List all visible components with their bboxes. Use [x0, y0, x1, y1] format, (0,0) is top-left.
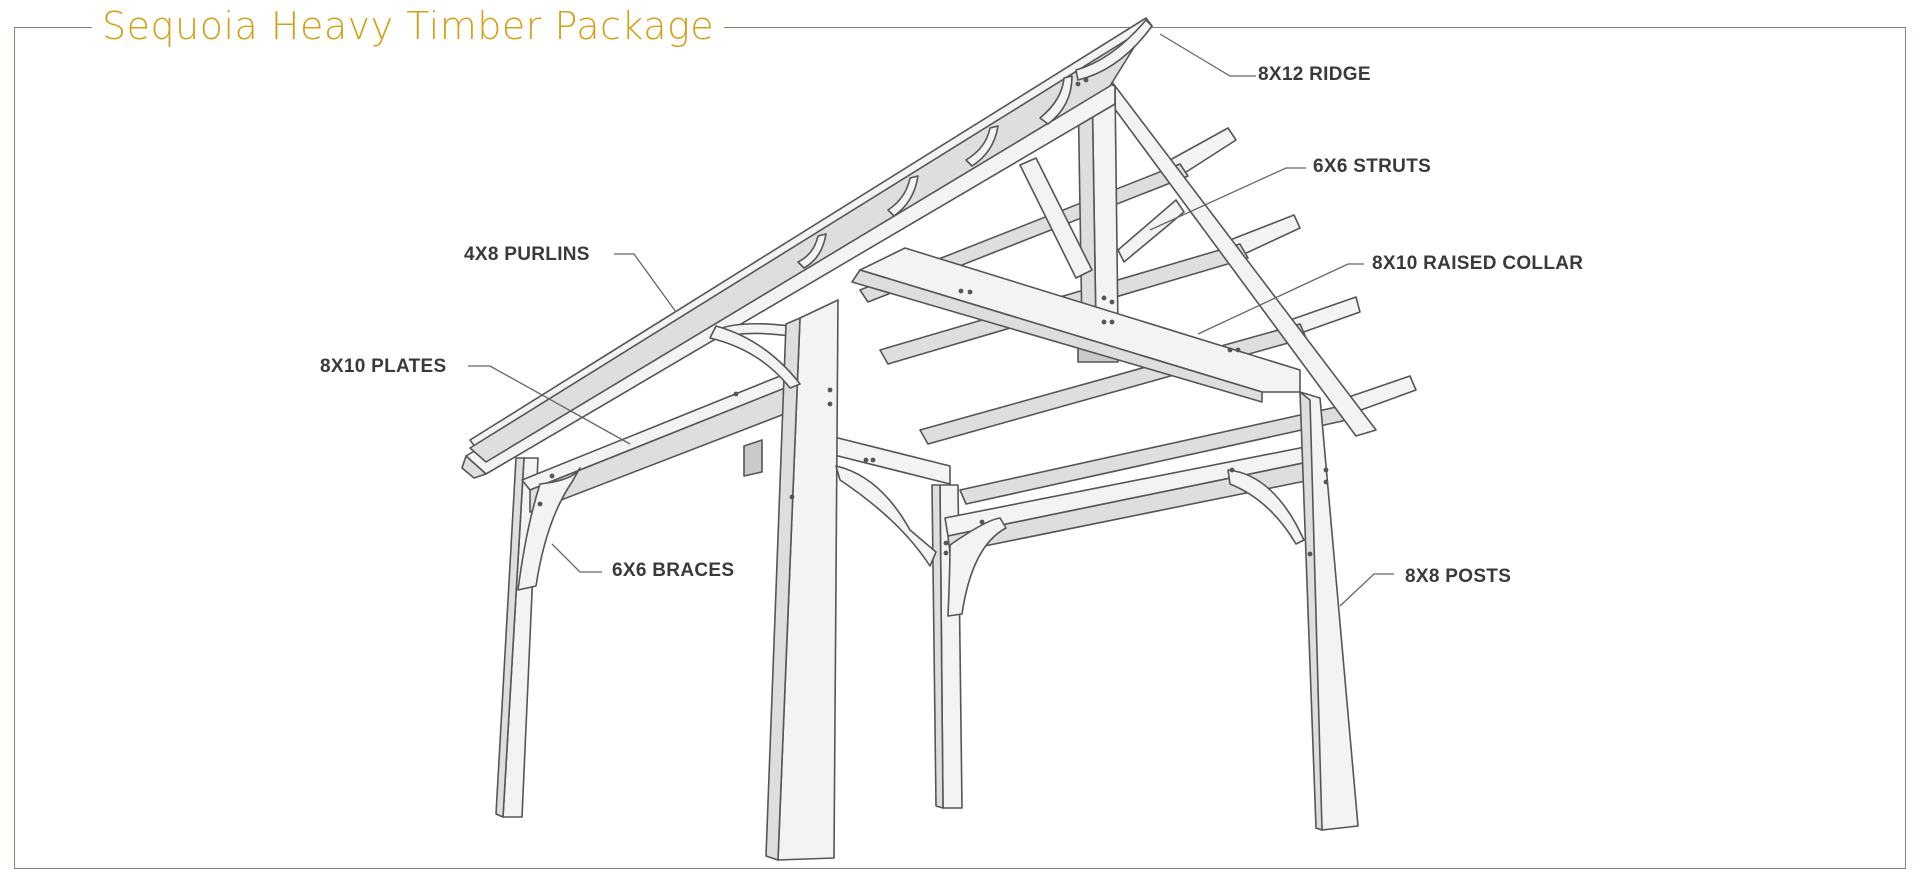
brace-plate-arch	[709, 325, 801, 389]
bolt	[1229, 467, 1235, 473]
front-left-post-side	[765, 317, 801, 861]
brace-front-left	[947, 517, 1007, 617]
label-plates: 8X10 PLATES	[320, 356, 447, 377]
left-plate-end	[743, 439, 763, 477]
bolt	[1227, 347, 1233, 353]
raised-collar-underside	[851, 269, 1263, 403]
bolt	[1101, 295, 1107, 301]
label-braces: 6X6 BRACES	[612, 560, 735, 581]
diagram-frame	[14, 27, 1906, 869]
back-left-post-side	[931, 484, 944, 809]
roof-strip	[469, 27, 1147, 463]
leader-plates	[468, 365, 631, 445]
front-right-post-side	[1299, 391, 1323, 831]
bolt	[870, 457, 876, 463]
bolt	[1323, 467, 1329, 473]
bolt	[733, 391, 739, 397]
leader-struts	[1149, 167, 1306, 231]
bolt	[979, 519, 985, 525]
purlin-cap-3	[965, 125, 999, 167]
bolt	[827, 401, 833, 407]
front-rafter-side	[461, 455, 487, 479]
back-left-post-2-side	[495, 457, 525, 818]
bolt	[1235, 347, 1241, 353]
bolt	[827, 387, 833, 393]
bolt	[789, 494, 795, 500]
bolt	[1109, 319, 1115, 325]
brace-front-right	[1227, 469, 1305, 545]
bolt	[1109, 299, 1115, 305]
bolt	[1083, 77, 1089, 83]
bolt	[863, 457, 869, 463]
bolt	[943, 540, 949, 546]
bolt	[1307, 551, 1313, 557]
strut-left	[1019, 157, 1093, 279]
diagram-title: Sequoia Heavy Timber Package	[92, 2, 725, 50]
leader-braces	[551, 543, 602, 573]
label-collar: 8X10 RAISED COLLAR	[1372, 253, 1584, 274]
label-purlins: 4X8 PURLINS	[464, 244, 590, 265]
label-ridge: 8X12 RIDGE	[1258, 64, 1371, 85]
bolt	[943, 550, 949, 556]
bolt	[958, 288, 964, 294]
bolt	[537, 501, 543, 507]
bolt	[1075, 81, 1081, 87]
purlin-cap-5	[797, 233, 827, 269]
bolt	[967, 289, 973, 295]
bolt	[549, 473, 555, 479]
brace-left	[517, 467, 581, 591]
bolt	[1323, 479, 1329, 485]
leader-purlins	[614, 253, 677, 313]
purlin-cap-2	[1039, 75, 1073, 125]
leader-collar	[1197, 263, 1364, 335]
leader-ridge	[1159, 33, 1256, 77]
label-struts: 6X6 STRUTS	[1313, 156, 1432, 177]
leader-posts	[1339, 573, 1394, 607]
bolt	[1101, 319, 1107, 325]
purlin-cap-1	[1075, 19, 1153, 81]
strut-right	[1117, 199, 1185, 263]
brace-back-left	[835, 465, 937, 567]
label-posts: 8X8 POSTS	[1405, 566, 1512, 587]
purlin-cap-4	[887, 175, 919, 217]
